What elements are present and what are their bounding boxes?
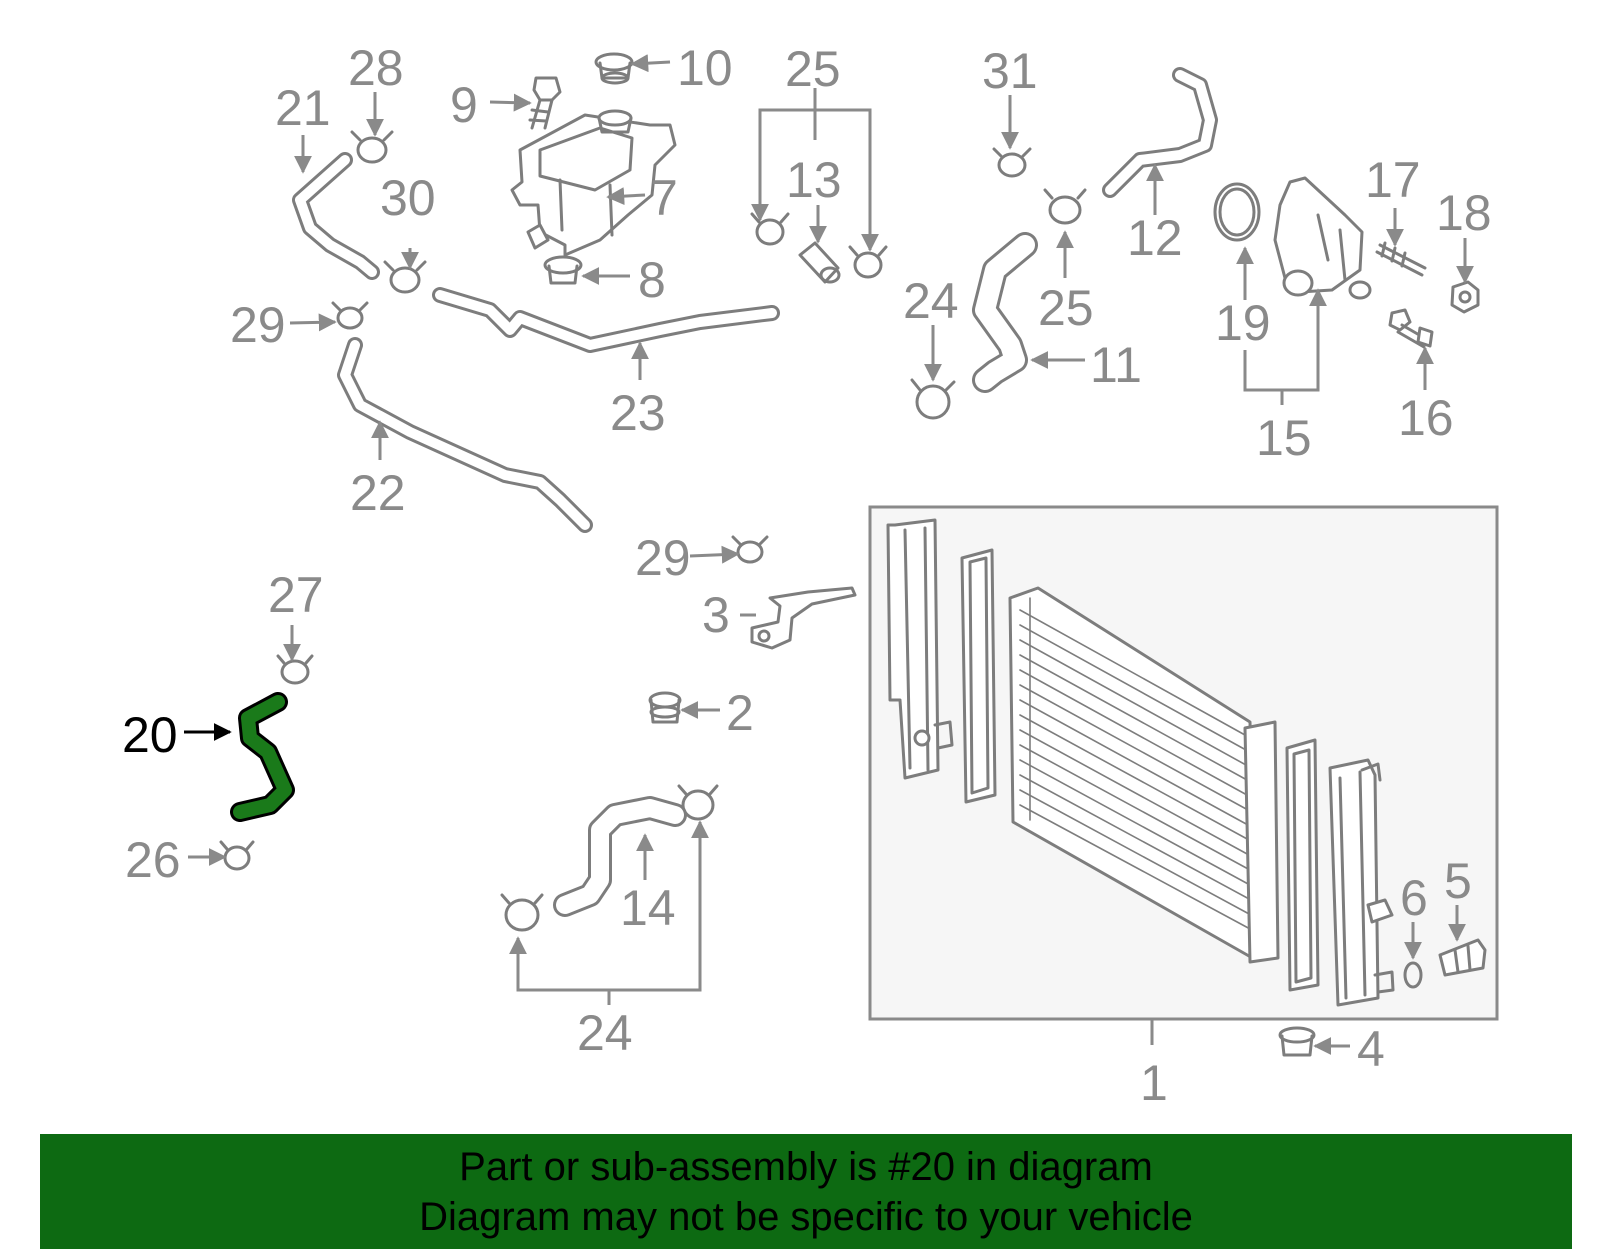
banner-line-disclaimer: Diagram may not be specific to your vehi… [419, 1195, 1193, 1239]
callout-1: 1 [1140, 1055, 1168, 1111]
callout-3: 3 [702, 587, 730, 643]
callout-12: 12 [1127, 210, 1183, 266]
callout-8: 8 [638, 252, 666, 308]
callout-2: 2 [726, 685, 754, 741]
leader-lines [184, 54, 1474, 1055]
callout-30: 30 [380, 170, 436, 226]
callout-24-lower: 24 [577, 1005, 633, 1061]
callout-5: 5 [1444, 853, 1472, 909]
callout-24-upper: 24 [903, 273, 959, 329]
callout-26: 26 [125, 832, 181, 888]
callout-29-mid: 29 [635, 530, 691, 586]
callout-29-upper: 29 [230, 297, 286, 353]
callout-15: 15 [1256, 410, 1312, 466]
callout-20: 20 [122, 707, 178, 763]
radiator-assembly [868, 505, 1499, 1021]
callout-labels: 1 2 3 4 5 6 7 8 9 10 11 12 13 14 15 16 1… [122, 40, 1492, 1111]
callout-6: 6 [1400, 870, 1428, 926]
callout-19: 19 [1215, 295, 1271, 351]
callout-25-right: 25 [1038, 280, 1094, 336]
info-banner: Part or sub-assembly is #20 in diagram D… [40, 1134, 1572, 1249]
callout-25-left: 25 [785, 41, 841, 97]
callout-28: 28 [348, 40, 404, 96]
small-parts [219, 52, 1480, 1057]
callout-23: 23 [610, 385, 666, 441]
callout-4: 4 [1357, 1021, 1385, 1077]
hoses [230, 67, 1218, 917]
callout-13: 13 [786, 152, 842, 208]
callout-9: 9 [450, 77, 478, 133]
parts-diagram: 1 2 3 4 5 6 7 8 9 10 11 12 13 14 15 16 1… [122, 40, 1499, 1111]
callout-10: 10 [677, 40, 733, 96]
callout-18: 18 [1436, 185, 1492, 241]
banner-line-part: Part or sub-assembly is #20 in diagram [459, 1145, 1153, 1189]
callout-16: 16 [1398, 390, 1454, 446]
callout-31: 31 [982, 43, 1038, 99]
callout-22: 22 [350, 465, 406, 521]
callout-21: 21 [275, 80, 331, 136]
reservoir-tank [510, 109, 677, 257]
callout-14: 14 [620, 880, 676, 936]
callout-27: 27 [268, 567, 324, 623]
callout-7: 7 [650, 170, 678, 226]
callout-11: 11 [1090, 337, 1142, 393]
callout-17: 17 [1365, 152, 1421, 208]
